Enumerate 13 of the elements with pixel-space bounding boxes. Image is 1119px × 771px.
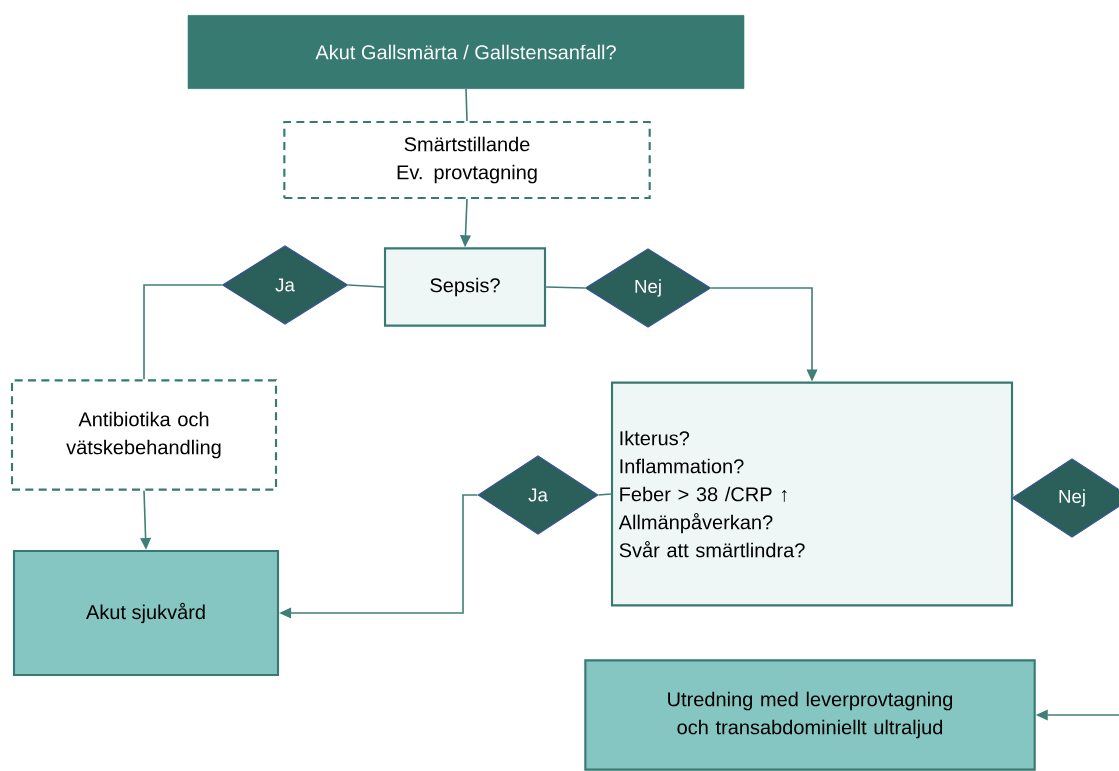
connector — [465, 88, 468, 122]
title-box: Akut Gallsmärta / Gallstensanfall? — [187, 15, 745, 89]
connector — [143, 284, 223, 381]
connector — [347, 284, 385, 288]
process-box: Akut sjukvård — [12, 549, 280, 677]
process-box: Smärtstillande Ev. provtagning — [283, 120, 651, 200]
connector — [597, 493, 612, 496]
process-box: Utredning med leverprovtagning och transabdominiellt ultraljud — [584, 659, 1036, 771]
question-box: Ikterus? Inflammation? Feber > 38 /CRP ↑ Allmänpåverkan? Svår att smärtlindra? — [610, 381, 1014, 607]
connector — [1010, 493, 1014, 499]
question-box: Sepsis? — [383, 247, 547, 327]
process-box: Antibiotika och vätskebehandling — [10, 379, 278, 491]
connector — [545, 286, 586, 289]
